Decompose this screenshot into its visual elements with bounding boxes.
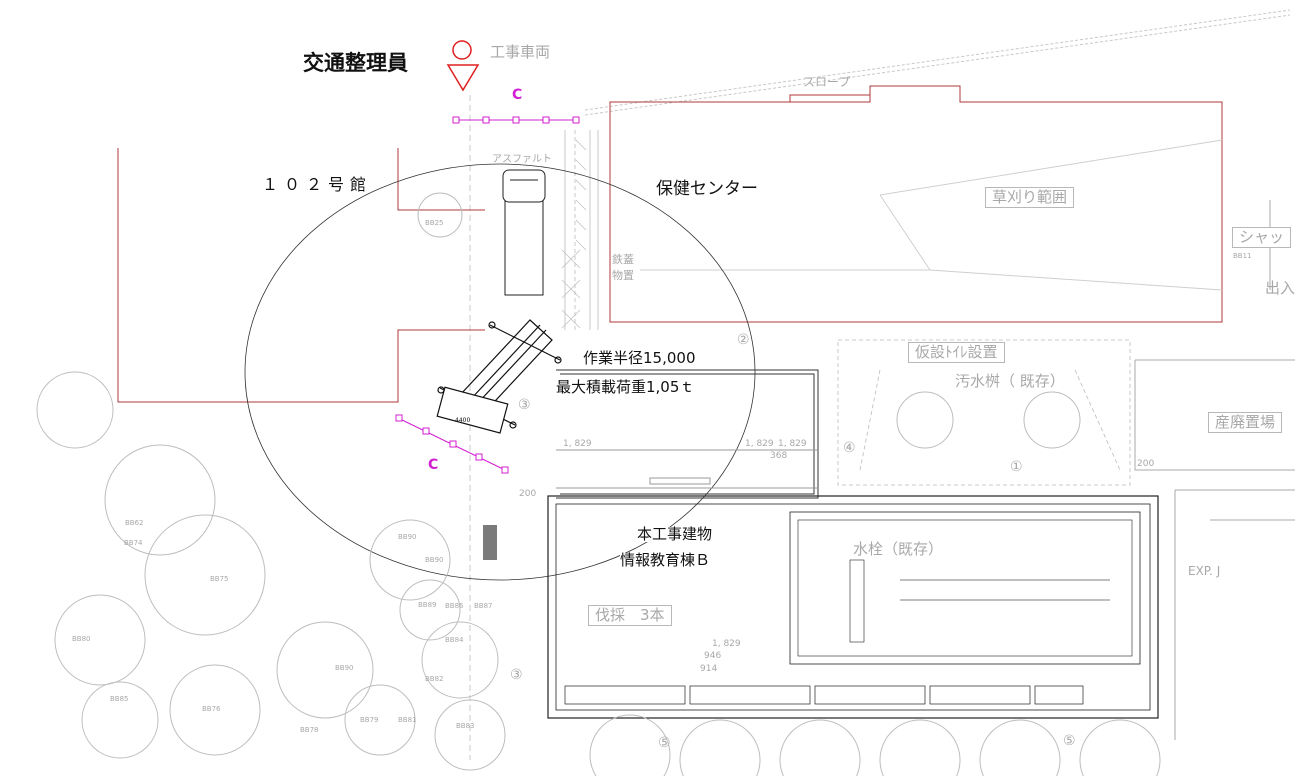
right-side-structure (1134, 200, 1295, 740)
exp-joint-label: EXP. J (1188, 564, 1221, 578)
dimension-label: 946 (704, 651, 722, 661)
main-building-outline (547, 495, 1159, 719)
traffic-controller-icon (446, 40, 480, 92)
tree-code: BB84 (445, 636, 464, 644)
fence-hatching (561, 139, 587, 329)
working-radius-label: 作業半径15,000 (583, 349, 696, 367)
section-line-top (452, 116, 580, 124)
section-line-bottom (395, 414, 509, 474)
waste-storage-label: 産廃置場 (1208, 412, 1283, 433)
site-boundary-lines (469, 9, 1291, 760)
tree-code: BB11 (1233, 252, 1252, 260)
slope-label: スロープ (803, 75, 851, 89)
dimension-label: 1, 829 (712, 639, 741, 649)
garden-zone (837, 339, 1131, 486)
tree-code: BB81 (398, 716, 417, 724)
tree-code: BB78 (300, 726, 319, 734)
grey-block (483, 525, 497, 560)
mowing-area-label: 草刈り範囲 (985, 187, 1075, 208)
circled-number: ③ (510, 667, 523, 683)
tree-code: BB80 (72, 635, 91, 643)
tree-code: BB86 (445, 602, 464, 610)
tree-code: BB74 (124, 539, 143, 547)
traffic-controller-label: 交通整理員 (303, 50, 408, 75)
health-center-label: 保健センター (656, 179, 758, 199)
working-radius-circle (244, 163, 756, 581)
tree-code: BB83 (456, 722, 475, 730)
health-center-outline (609, 85, 1223, 323)
felling-label: 伐採 3本 (588, 605, 672, 626)
dimension-label: 368 (770, 451, 788, 461)
main-building-subname: 情報教育棟Ｂ (620, 551, 711, 569)
tree-code: BB85 (110, 695, 129, 703)
circled-number: ④ (843, 440, 856, 456)
tree-code: BB79 (360, 716, 379, 724)
circled-number: ⑤ (1063, 733, 1076, 749)
crane-icon (436, 319, 562, 434)
storage-structure (556, 369, 819, 499)
temp-toilet-label: 仮設ﾄｲﾚ設置 (908, 342, 1005, 363)
tree-code: BB89 (418, 601, 437, 609)
dimension-label: 1, 829 (563, 439, 592, 449)
truck-icon (502, 169, 546, 296)
asphalt-label: アスファルト (492, 154, 552, 165)
steel-storage-label: 鉄蓋 物置 (612, 253, 634, 282)
dimension-label: 914 (700, 664, 718, 674)
tree-code: BB76 (202, 705, 221, 713)
tree-icon (36, 192, 1161, 776)
dimension-label: 1, 829 (778, 439, 807, 449)
shutter-label: シャッ (1232, 227, 1292, 248)
building-102-label: １０２号館 (262, 175, 373, 194)
tree-code: BB75 (210, 575, 229, 583)
dimension-label: 1, 829 (745, 439, 774, 449)
tree-code: BB90 (335, 664, 354, 672)
construction-vehicle-label: 工事車両 (490, 43, 551, 61)
circled-number: ② (737, 332, 750, 348)
circled-number: ⑤ (658, 735, 671, 751)
sewage-basin-label: 汚水桝（ 既存） (955, 372, 1065, 390)
tree-code: BB90 (398, 533, 417, 541)
tree-code: BB62 (125, 519, 144, 527)
circled-number: ③ (518, 397, 531, 413)
tree-code: BB87 (474, 602, 493, 610)
building-102-outline (117, 148, 485, 403)
section-mark-top: C (512, 87, 523, 103)
circled-number: ① (1010, 459, 1023, 475)
entrance-label: 出入 (1265, 279, 1295, 297)
hydrant-label: 水栓（既存） (853, 540, 944, 558)
main-building-name: 本工事建物 (637, 525, 713, 543)
tree-code: BB82 (425, 675, 444, 683)
section-mark-bottom: C (428, 457, 439, 473)
tree-code: BB90 (425, 556, 444, 564)
tree-code: BB25 (425, 219, 444, 227)
dimension-label: 200 (519, 489, 537, 499)
dimension-label: 4400 (455, 417, 471, 424)
dimension-label: 200 (1137, 459, 1155, 469)
max-load-label: 最大積載荷重1,05ｔ (556, 378, 695, 396)
